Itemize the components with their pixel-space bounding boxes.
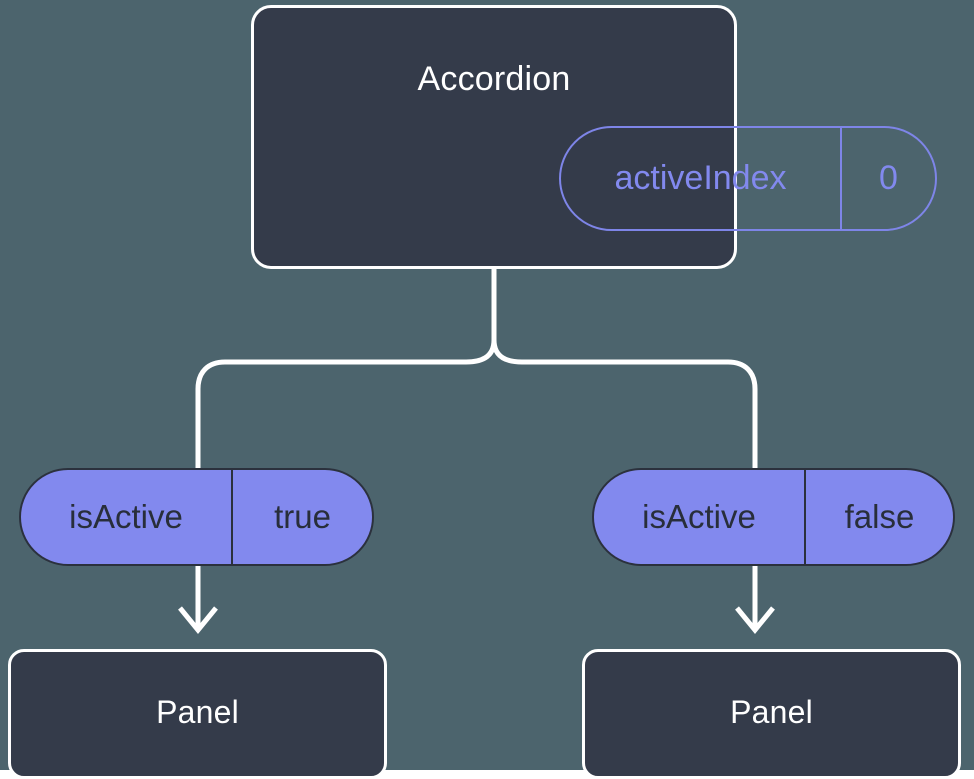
state-badge-key: activeIndex	[561, 128, 842, 229]
prop-badge-key: isActive	[594, 470, 806, 564]
state-badge-value: 0	[879, 159, 898, 197]
node-panel-right[interactable]: Panel	[582, 649, 961, 779]
node-panel-left-title: Panel	[156, 694, 239, 730]
wire-branch-left	[195, 337, 497, 471]
arrow-left	[178, 566, 218, 634]
prop-badge-value: true	[274, 498, 331, 535]
node-panel-right-title: Panel	[730, 694, 813, 730]
prop-badge-isactive-true[interactable]: isActive true	[19, 468, 374, 566]
node-accordion-title: Accordion	[417, 60, 571, 98]
prop-badge-isactive-false[interactable]: isActive false	[592, 468, 955, 566]
state-badge-activeindex[interactable]: activeIndex 0	[559, 126, 937, 231]
node-panel-left[interactable]: Panel	[8, 649, 387, 779]
wire-branch-right	[491, 337, 758, 471]
prop-badge-key: isActive	[21, 470, 233, 564]
arrow-right	[735, 566, 775, 634]
node-accordion[interactable]: Accordion activeIndex 0	[251, 5, 937, 269]
prop-badge-value: false	[844, 498, 915, 535]
